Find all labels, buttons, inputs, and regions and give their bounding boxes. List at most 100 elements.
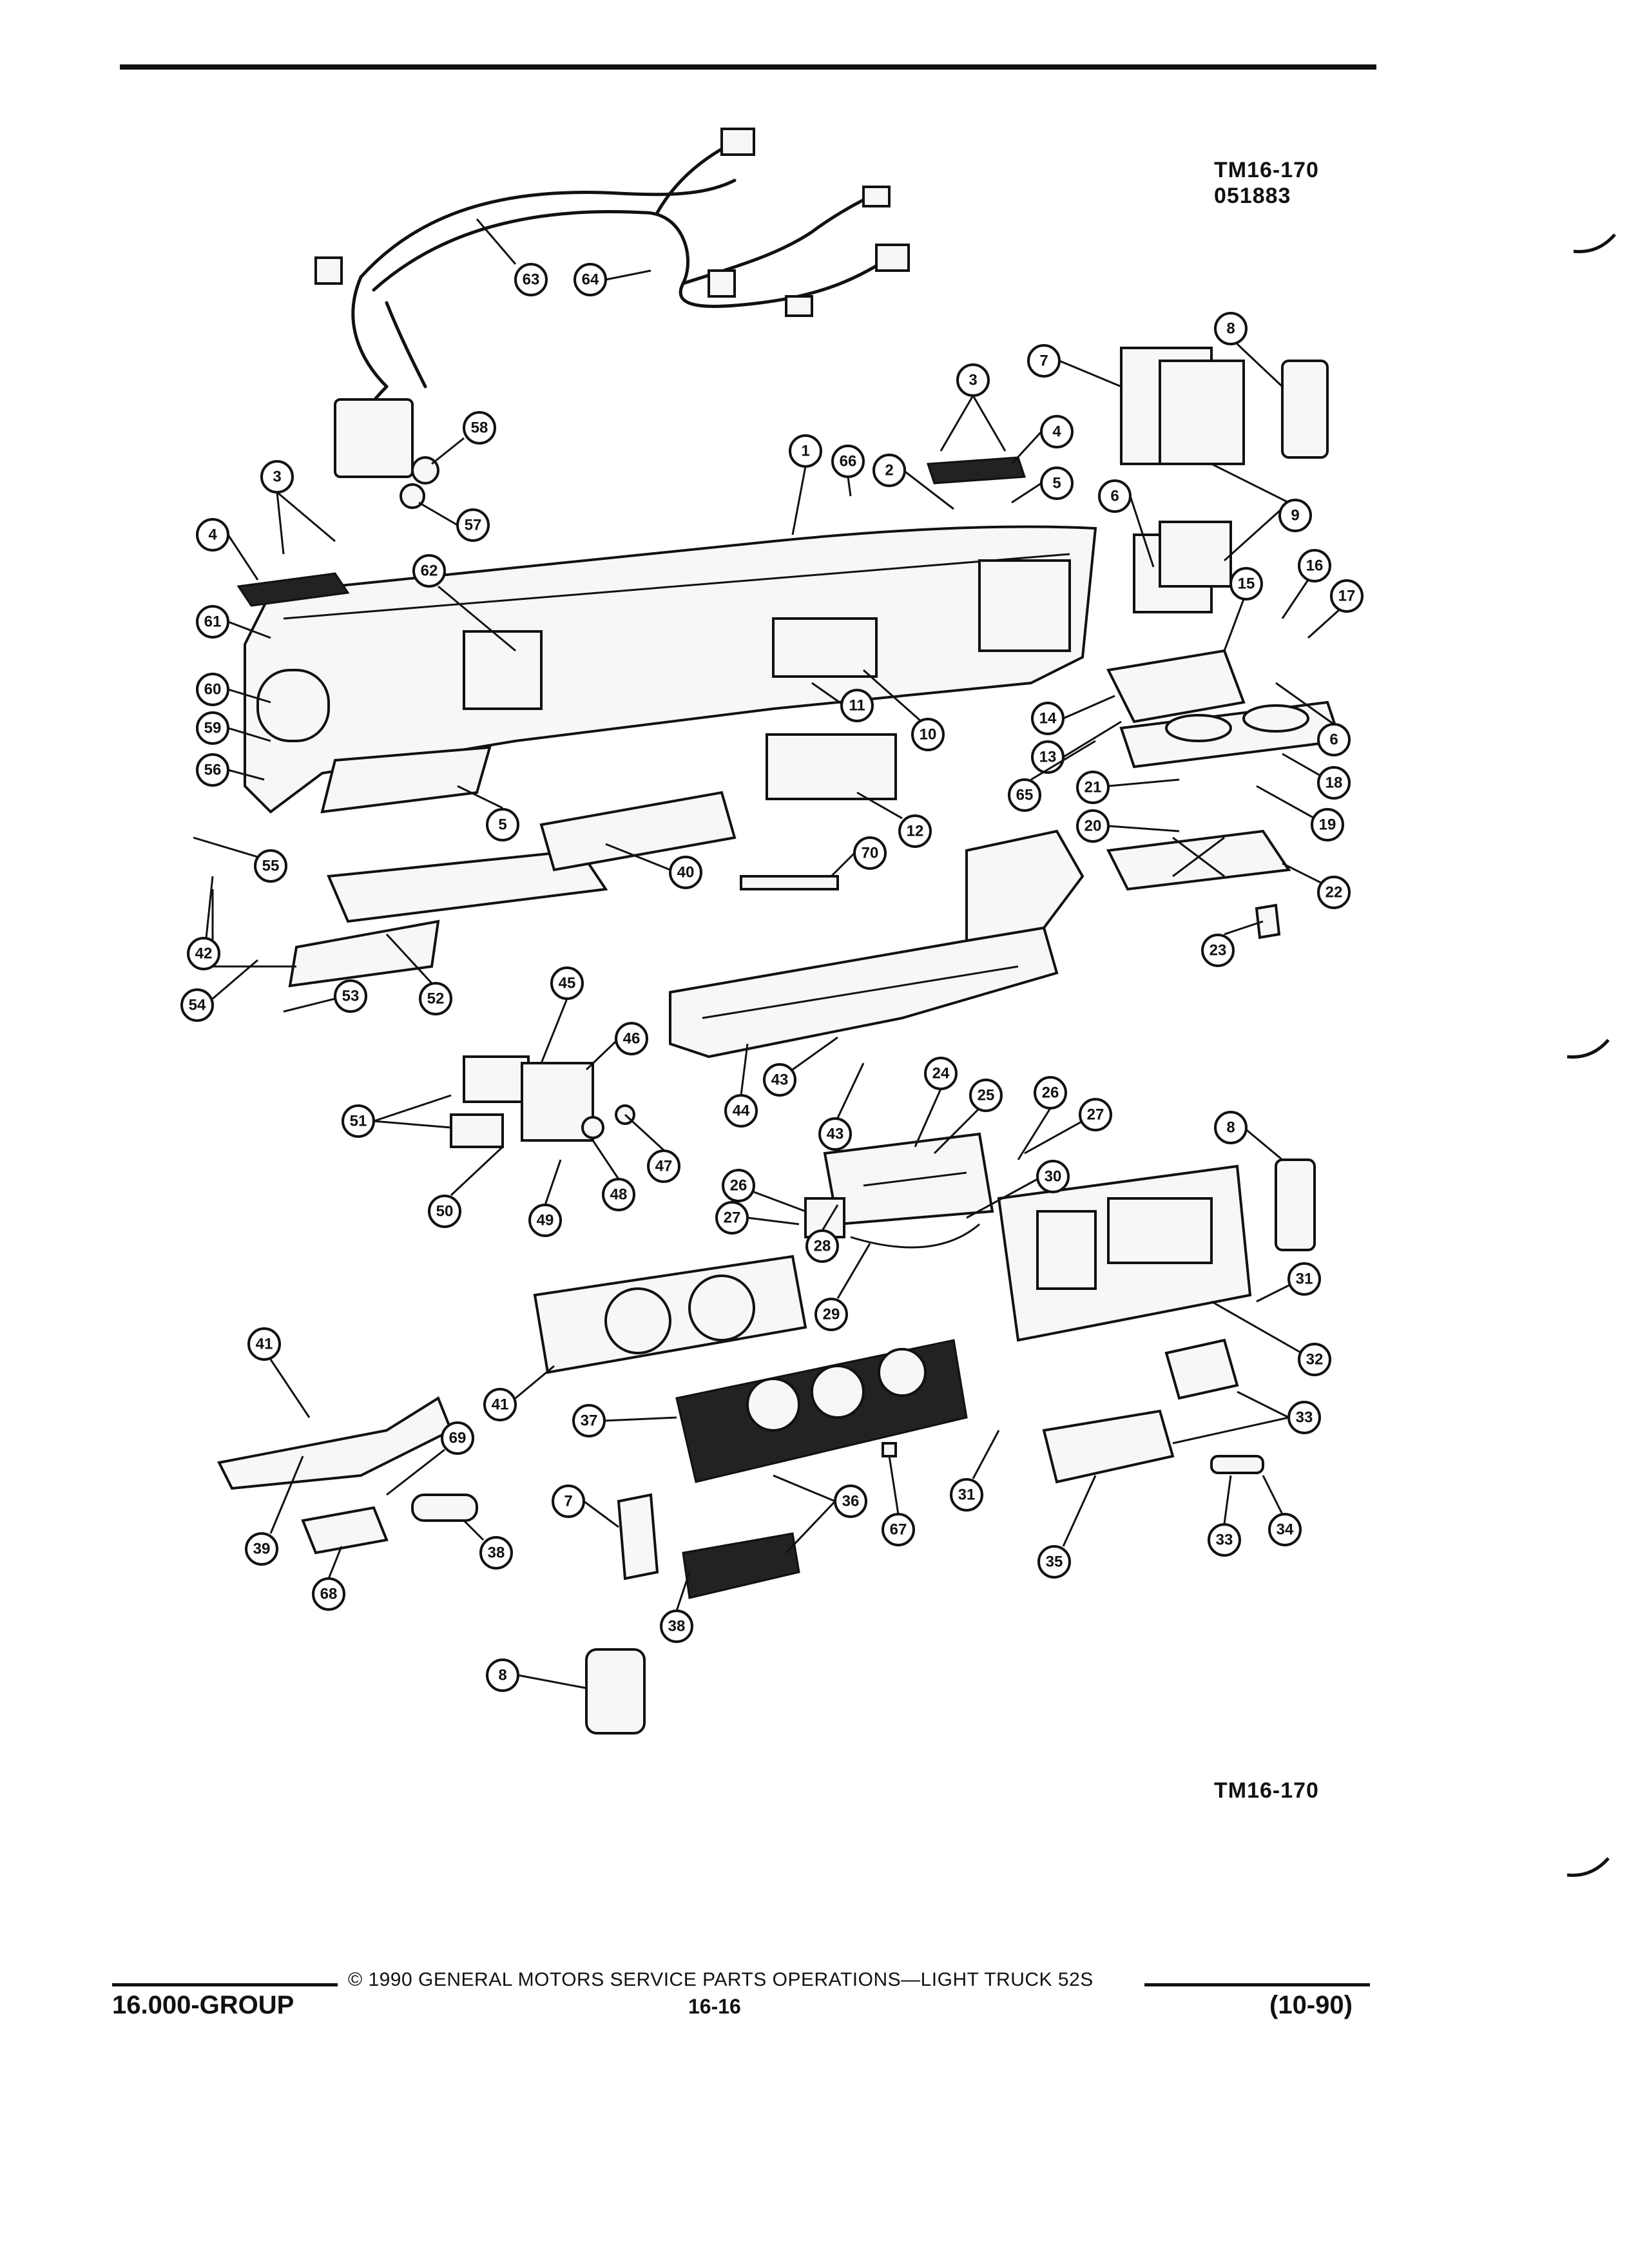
callout-24: 24	[914, 1057, 958, 1148]
callout-33: 33	[1172, 1390, 1321, 1445]
callout-54: 53	[283, 979, 367, 1013]
svg-text:13: 13	[1039, 749, 1057, 766]
callout-22: 22	[1282, 862, 1351, 909]
callout-4-upper: 4	[1010, 415, 1074, 465]
callout-51: 50	[428, 1146, 504, 1228]
svg-text:7: 7	[564, 1493, 572, 1510]
svg-text:61: 61	[204, 613, 222, 631]
svg-text:41: 41	[492, 1396, 509, 1414]
callout-41-lower: 41	[247, 1327, 311, 1418]
callout-69: 68	[312, 1546, 345, 1611]
callout-14: 14	[1031, 695, 1115, 735]
callout-31-upper: 31	[1256, 1262, 1321, 1303]
svg-text:44: 44	[733, 1102, 750, 1120]
svg-text:26: 26	[1042, 1084, 1059, 1102]
svg-text:60: 60	[204, 681, 222, 698]
footer-rule-left	[112, 1983, 338, 1986]
svg-text:23: 23	[1210, 942, 1227, 959]
callout-67: 66	[831, 445, 865, 497]
radio-unit	[804, 1132, 994, 1249]
callout-32: 32	[1211, 1300, 1331, 1376]
svg-text:43: 43	[827, 1126, 844, 1143]
svg-text:18: 18	[1325, 774, 1343, 792]
callout-7-upper: 7	[1027, 344, 1122, 388]
callout-25: 25	[933, 1079, 1003, 1155]
svg-text:7: 7	[1039, 352, 1048, 370]
svg-text:45: 45	[559, 975, 576, 992]
callout-layer: 1 2 3 3 4 4 5 5 6 6 7 7 8 8 8 9 10 11 12…	[180, 218, 1364, 1692]
svg-text:53: 53	[342, 988, 360, 1005]
svg-text:17: 17	[1338, 588, 1356, 605]
vent-assembly-upper	[1120, 347, 1329, 613]
callout-71: 70	[830, 836, 887, 878]
svg-text:68: 68	[320, 1586, 338, 1603]
callout-43-mid: 43	[818, 1062, 865, 1151]
callout-12: 12	[856, 791, 932, 848]
svg-text:62: 62	[421, 562, 438, 580]
instrument-cluster	[533, 1254, 807, 1374]
heater-control	[450, 1055, 635, 1148]
svg-text:35: 35	[1046, 1553, 1063, 1571]
svg-text:37: 37	[581, 1412, 598, 1430]
callout-19: 19	[1256, 785, 1344, 841]
callout-39: 38	[463, 1519, 513, 1570]
svg-text:6: 6	[1329, 731, 1338, 749]
svg-text:49: 49	[537, 1212, 554, 1229]
callout-8-lower: 8	[486, 1658, 587, 1692]
svg-text:36: 36	[842, 1493, 860, 1510]
figure-id-bottom: TM16-170	[1214, 1778, 1319, 1803]
callout-61: 60	[196, 673, 271, 706]
callout-29: 29	[815, 1243, 871, 1331]
figure-id-block: TM16-170 051883	[1214, 157, 1319, 209]
callout-59: 58	[431, 411, 496, 465]
callout-49: 48	[592, 1140, 635, 1211]
callout-17: 17	[1307, 579, 1364, 639]
callout-5-upper: 5	[1011, 466, 1074, 504]
callout-68: 67	[882, 1456, 915, 1546]
svg-text:58: 58	[471, 419, 488, 437]
svg-text:3: 3	[273, 468, 281, 486]
svg-text:19: 19	[1319, 816, 1336, 834]
svg-text:42: 42	[195, 945, 213, 963]
callout-9: 9	[1211, 463, 1312, 562]
svg-text:8: 8	[1226, 320, 1235, 338]
group-number: 16.000-GROUP	[112, 1991, 294, 2019]
svg-text:30: 30	[1045, 1168, 1062, 1186]
callout-31-lower: 31	[950, 1430, 1000, 1512]
svg-text:4: 4	[1052, 423, 1061, 441]
svg-text:21: 21	[1084, 779, 1102, 796]
callout-6-upper: 6	[1098, 479, 1155, 568]
svg-text:1: 1	[801, 443, 809, 460]
svg-text:64: 64	[582, 271, 599, 289]
callout-36: 35	[1037, 1475, 1097, 1579]
margin-mark-2	[1566, 1039, 1610, 1059]
callout-2: 2	[872, 454, 954, 510]
callout-3-upper: 3	[940, 363, 1007, 452]
svg-text:63: 63	[523, 271, 540, 289]
svg-text:8: 8	[1226, 1119, 1235, 1137]
svg-text:47: 47	[655, 1158, 673, 1175]
callout-41-upper: 40	[605, 843, 702, 889]
callout-38-lower: 38	[660, 1571, 693, 1643]
callout-46: 45	[540, 966, 584, 1064]
callout-3-left: 3	[260, 460, 336, 555]
footer-rule-right	[1144, 1983, 1370, 1986]
svg-text:25: 25	[978, 1087, 995, 1104]
svg-text:10: 10	[920, 726, 937, 744]
svg-text:55: 55	[262, 858, 280, 875]
callout-57: 56	[196, 753, 265, 787]
svg-text:5: 5	[1052, 475, 1061, 492]
svg-text:39: 39	[253, 1541, 271, 1558]
callout-38-upper: 37	[572, 1404, 677, 1437]
svg-text:54: 54	[189, 997, 206, 1014]
callout-30: 30	[966, 1160, 1070, 1219]
page-number: 16-16	[688, 1995, 741, 2018]
callout-37: 36	[773, 1474, 867, 1554]
callout-63: 62	[412, 554, 516, 652]
callout-26-lower: 26	[722, 1169, 806, 1213]
callout-20: 20	[1076, 809, 1180, 843]
svg-text:20: 20	[1084, 818, 1102, 835]
svg-text:38: 38	[668, 1618, 686, 1635]
